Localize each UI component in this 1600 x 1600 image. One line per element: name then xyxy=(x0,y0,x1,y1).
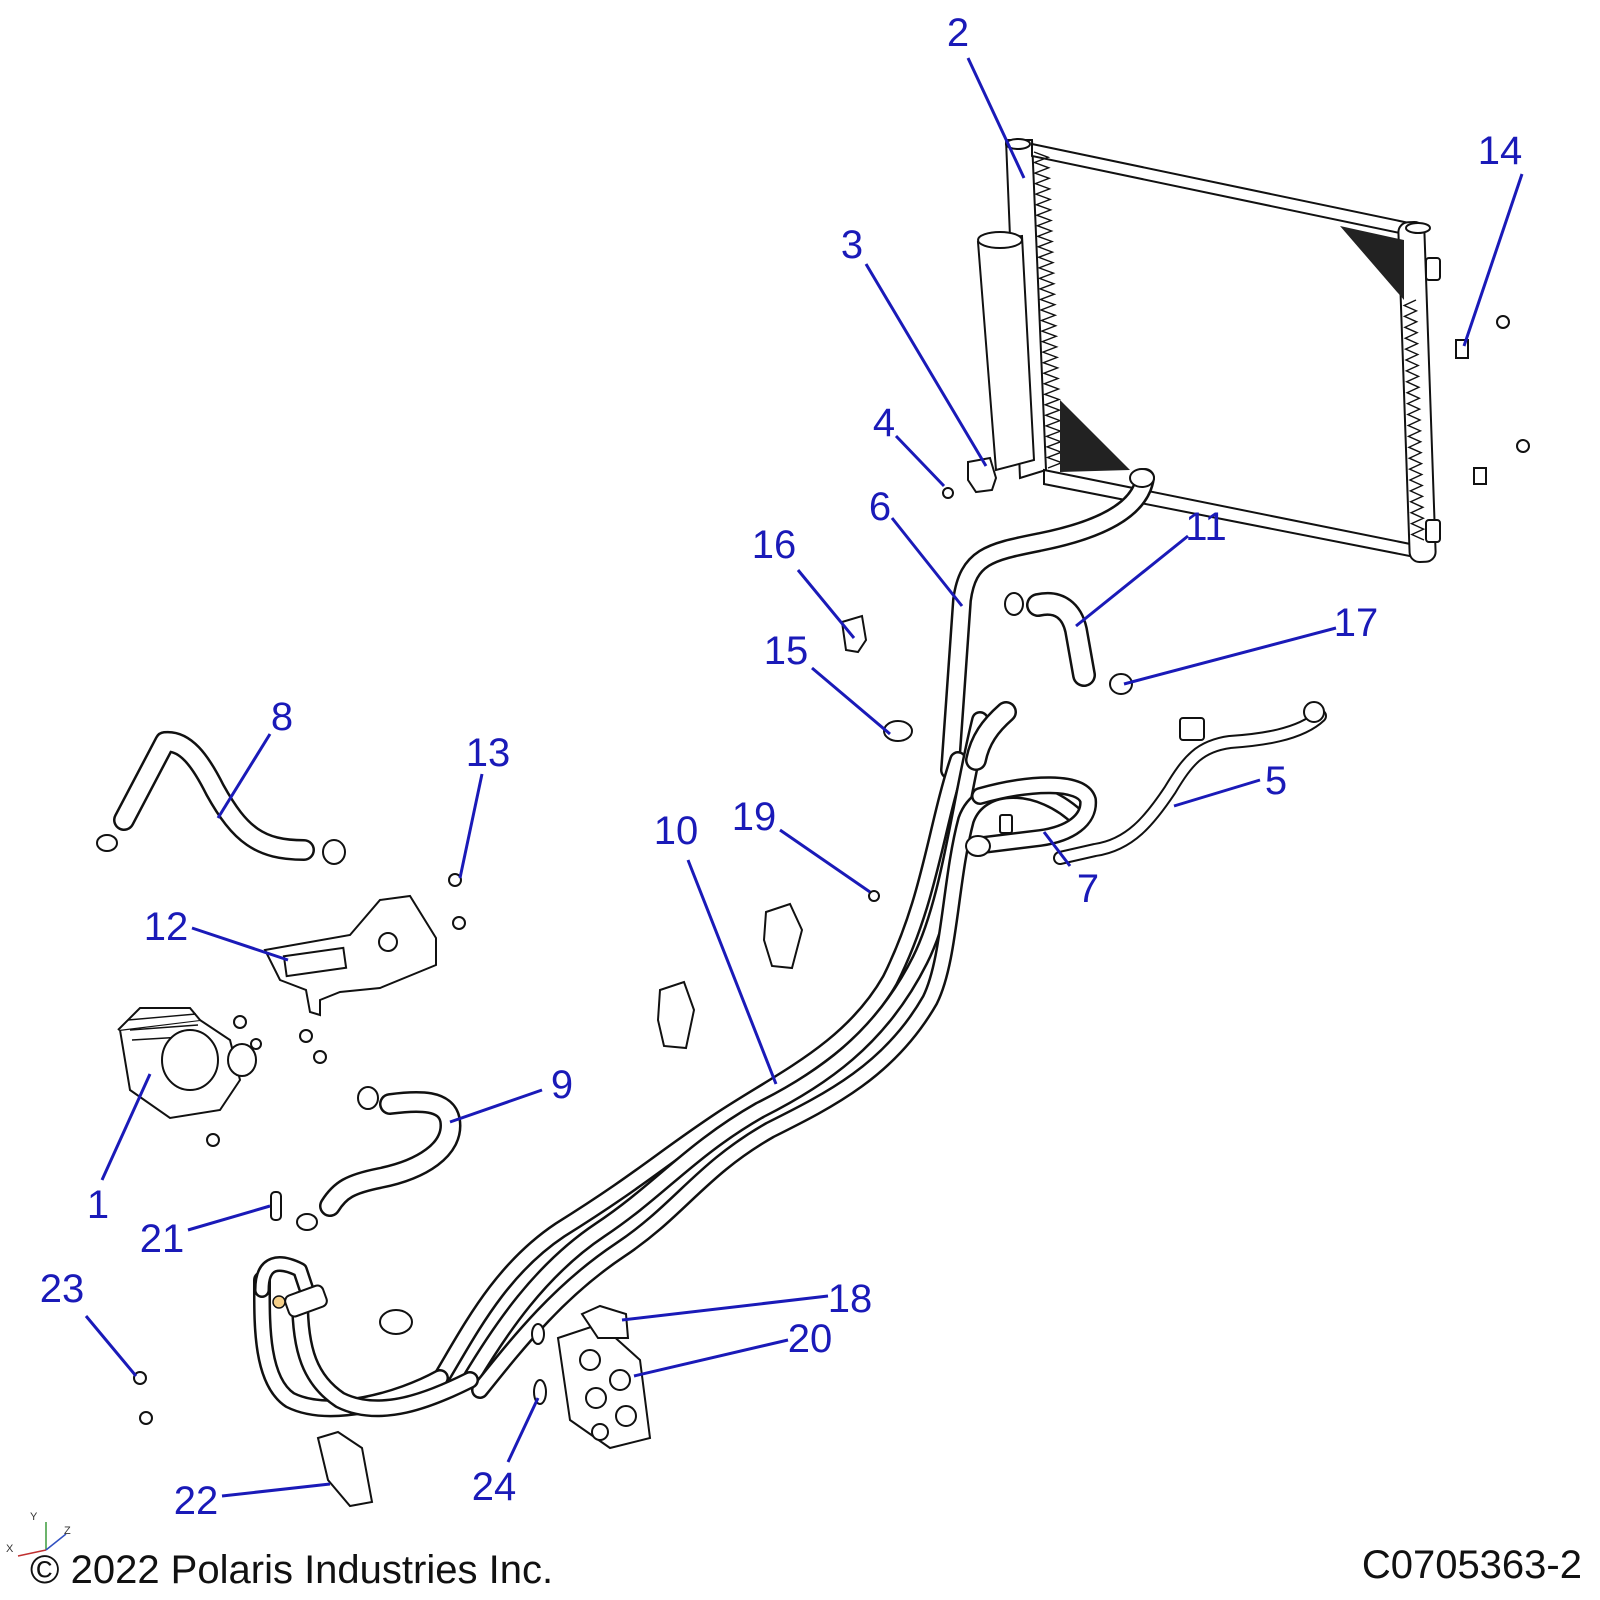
hose-6 xyxy=(940,468,1155,780)
leader-lines xyxy=(84,57,1524,1498)
callout-10: 10 xyxy=(654,809,699,853)
clip-24-upper xyxy=(531,1323,545,1345)
leader-12 xyxy=(191,926,289,962)
callout-15: 15 xyxy=(764,629,809,673)
receiver-drier xyxy=(976,231,1036,472)
axis-x-label: X xyxy=(6,1543,14,1555)
leader-7 xyxy=(1042,831,1072,867)
clamp-15 xyxy=(883,720,913,742)
clip-loose-a xyxy=(762,902,804,970)
leader-3 xyxy=(864,263,988,467)
callout-7: 7 xyxy=(1077,867,1099,911)
leader-19 xyxy=(779,828,871,894)
callout-12: 12 xyxy=(144,905,189,949)
leader-9 xyxy=(449,1088,543,1124)
callout-24: 24 xyxy=(472,1465,517,1509)
radiator-assembly xyxy=(1004,138,1441,564)
callout-16: 16 xyxy=(752,523,797,567)
leader-15 xyxy=(811,666,891,736)
callout-20: 20 xyxy=(788,1317,833,1361)
callout-14: 14 xyxy=(1478,129,1523,173)
drawing-number: C0705363-2 xyxy=(1361,1543,1582,1587)
leader-11 xyxy=(1075,534,1189,628)
clip-loose-b xyxy=(656,980,696,1050)
axis-z-label: Z xyxy=(64,1525,71,1537)
leader-16 xyxy=(796,569,856,639)
callout-21: 21 xyxy=(140,1217,185,1261)
block-20-holes xyxy=(579,1349,637,1441)
callout-1: 1 xyxy=(87,1183,109,1227)
copyright-text: © 2022 Polaris Industries Inc. xyxy=(30,1548,554,1592)
callout-3: 3 xyxy=(841,223,863,267)
hose-8 xyxy=(96,730,346,865)
leader-13 xyxy=(458,773,484,879)
leader-18 xyxy=(621,1294,829,1322)
callout-11: 11 xyxy=(1185,505,1227,549)
leader-20 xyxy=(633,1338,789,1378)
axis-triad: Y X Z xyxy=(6,1511,71,1557)
clip-18 xyxy=(580,1304,630,1339)
callout-numbers: 1 2 3 4 5 6 7 8 9 10 11 12 13 14 15 16 1… xyxy=(40,11,1523,1523)
leader-23 xyxy=(84,1315,138,1377)
callout-13: 13 xyxy=(466,731,511,775)
radiator-fins-right xyxy=(1402,299,1426,541)
callout-22: 22 xyxy=(174,1479,219,1523)
clip-16 xyxy=(840,614,868,654)
hose-7 xyxy=(965,776,1098,857)
leader-10 xyxy=(686,859,778,1085)
leader-22 xyxy=(221,1482,331,1498)
leader-21 xyxy=(187,1204,271,1232)
leader-5 xyxy=(1173,778,1261,808)
compressor-1 xyxy=(117,1007,257,1120)
callout-5: 5 xyxy=(1265,759,1287,803)
leader-24 xyxy=(506,1397,540,1463)
callout-17: 17 xyxy=(1334,601,1379,645)
clamp-loose xyxy=(379,1309,413,1335)
leader-6 xyxy=(890,517,964,607)
bracket-12 xyxy=(263,894,437,1017)
callout-23: 23 xyxy=(40,1267,85,1311)
callout-6: 6 xyxy=(869,485,891,529)
callout-9: 9 xyxy=(551,1063,573,1107)
radiator-fins-left xyxy=(1032,151,1064,469)
axis-y-label: Y xyxy=(30,1511,38,1523)
callout-8: 8 xyxy=(271,695,293,739)
callout-2: 2 xyxy=(947,11,969,55)
bracket-3 xyxy=(967,456,998,494)
line-bundle-10 xyxy=(431,701,1089,1399)
hose-9 xyxy=(296,1086,462,1231)
fasteners xyxy=(133,315,1530,1425)
leader-17 xyxy=(1123,626,1337,686)
leader-14 xyxy=(1462,173,1524,347)
bracket-22 xyxy=(316,1430,374,1508)
hose-11 xyxy=(1004,591,1133,695)
leader-4 xyxy=(894,434,946,488)
nut-4 xyxy=(942,487,954,499)
callout-4: 4 xyxy=(873,401,895,445)
leader-2 xyxy=(966,57,1026,179)
compressor-lines xyxy=(252,1256,479,1418)
callout-18: 18 xyxy=(828,1277,873,1321)
hose-5 xyxy=(1053,701,1327,865)
leader-1 xyxy=(100,1073,152,1181)
callout-19: 19 xyxy=(732,795,777,839)
leader-8 xyxy=(216,733,272,819)
